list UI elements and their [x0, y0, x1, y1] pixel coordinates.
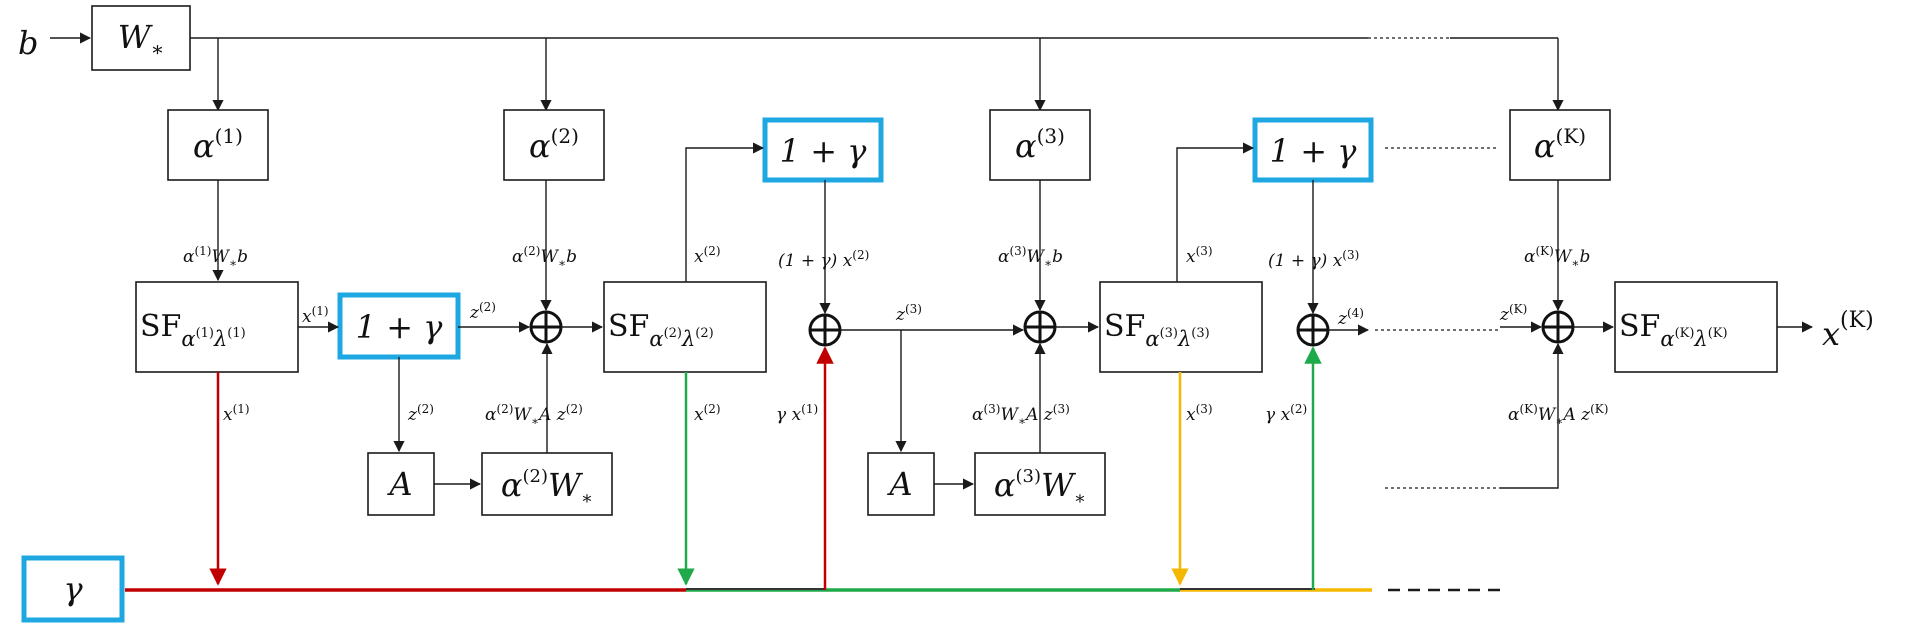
- svg-text:(1 + γ) x(3): (1 + γ) x(3): [1268, 248, 1359, 271]
- svg-text:z(2): z(2): [469, 300, 496, 323]
- alpha-K-box: [1509, 109, 1611, 181]
- svg-text:α(3)W∗: α(3)W∗: [994, 466, 1086, 509]
- A-box-2-label: A: [886, 465, 912, 503]
- gamma-box: [21, 555, 125, 623]
- sum-node-2: [808, 313, 842, 347]
- alpha-1-box: [167, 109, 269, 181]
- svg-text:x(2): x(2): [694, 402, 721, 425]
- svg-text:α(2)W∗b: α(2)W∗b: [512, 244, 577, 270]
- svg-text:z(4): z(4): [1337, 306, 1364, 329]
- sum-node-3: [1023, 310, 1057, 344]
- svg-text:γ x(2): γ x(2): [1265, 402, 1307, 425]
- svg-text:α(2)W∗A z(2): α(2)W∗A z(2): [485, 402, 583, 428]
- sf-2-box: [603, 281, 767, 373]
- output-xK-label: x(K): [1822, 308, 1874, 353]
- alpha-3-box: [989, 109, 1091, 181]
- sf-1-box: [135, 281, 299, 373]
- one-plus-gamma-box-2: [762, 117, 884, 183]
- sf-K-box: [1614, 281, 1778, 373]
- sum-node-4: [1296, 313, 1330, 347]
- one-plus-gamma-label-3: 1 + γ: [1270, 132, 1358, 170]
- gamma-box-label: γ: [63, 570, 83, 608]
- svg-text:x(3): x(3): [1186, 244, 1213, 267]
- svg-text:α(K)W∗b: α(K)W∗b: [1524, 244, 1590, 270]
- svg-text:z(2): z(2): [407, 402, 434, 425]
- one-plus-gamma-label-1: 1 + γ: [356, 308, 444, 346]
- input-b-label: b: [18, 24, 38, 62]
- svg-text:x(1): x(1): [302, 304, 329, 327]
- svg-text:z(K): z(K): [1499, 302, 1527, 325]
- A-box-1-label: A: [386, 465, 412, 503]
- sum-node-K: [1541, 310, 1575, 344]
- svg-text:x(2): x(2): [694, 244, 721, 267]
- one-plus-gamma-label-2: 1 + γ: [780, 132, 868, 170]
- svg-text:(1 + γ) x(2): (1 + γ) x(2): [778, 248, 869, 271]
- svg-text:α(2)W∗: α(2)W∗: [501, 466, 593, 509]
- alphaW-box-3: [974, 452, 1106, 516]
- svg-text:α(3)W∗A z(3): α(3)W∗A z(3): [972, 402, 1070, 428]
- svg-text:α(1)W∗b: α(1)W∗b: [183, 244, 248, 270]
- one-plus-gamma-box-3: [1252, 117, 1374, 183]
- svg-text:x(1): x(1): [223, 402, 250, 425]
- sf-3-box: [1099, 281, 1263, 373]
- sum-node-1: [529, 310, 563, 344]
- alpha-2-box: [503, 109, 605, 181]
- svg-text:z(3): z(3): [895, 302, 922, 325]
- W-box-label: W∗: [118, 18, 164, 61]
- svg-text:x(3): x(3): [1186, 402, 1213, 425]
- A-box-1: [367, 452, 435, 516]
- svg-text:α(3)W∗b: α(3)W∗b: [998, 244, 1063, 270]
- svg-text:γ x(1): γ x(1): [776, 402, 818, 425]
- alphaW-box-2: [481, 452, 613, 516]
